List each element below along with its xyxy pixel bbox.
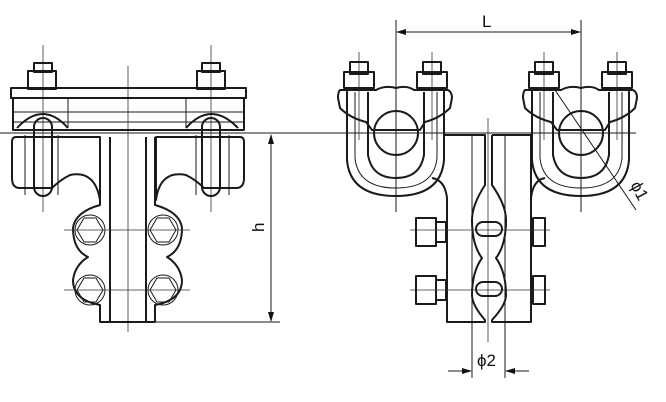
side-view: h <box>10 45 280 332</box>
diameter2-label: ϕ2 <box>477 351 496 370</box>
height-label: h <box>249 223 268 232</box>
nut-icon <box>27 62 57 90</box>
front-view: L <box>337 12 652 378</box>
length-label: L <box>482 12 491 31</box>
diameter1-line <box>554 89 637 211</box>
diameter1-label: ϕ1 <box>626 178 652 204</box>
bolt-head-icon <box>74 214 179 306</box>
